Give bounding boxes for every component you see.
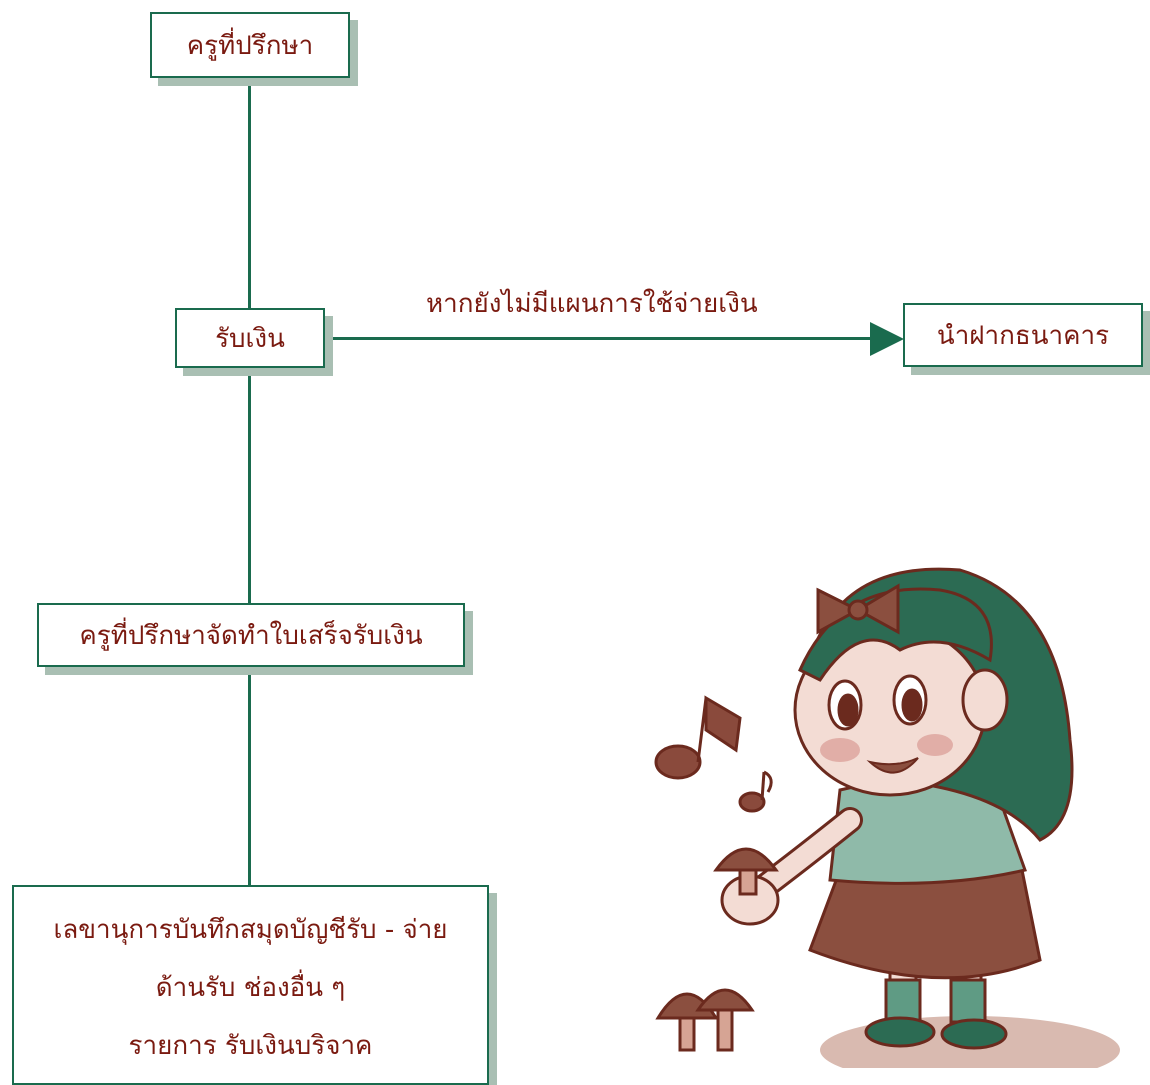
node-secretary-line-1: เลขานุการบันทึกสมุดบัญชีรับ - จ่าย xyxy=(53,915,448,945)
ground-mushrooms-icon xyxy=(655,988,755,1052)
mushroom-icon xyxy=(713,847,779,896)
node-receive-money-label: รับเงิน xyxy=(215,323,285,354)
node-secretary-line-2: ด้านรับ ช่องอื่น ๆ xyxy=(155,973,346,1003)
connector-receive-to-bank xyxy=(322,337,874,340)
connector-advisor-to-receive xyxy=(248,78,251,310)
girl-mushroom-illustration xyxy=(654,567,1120,1068)
music-note-icon xyxy=(654,695,773,813)
node-secretary-line-3: รายการ รับเงินบริจาค xyxy=(128,1031,373,1061)
node-receipt: ครูที่ปรึกษาจัดทำใบเสร็จรับเงิน xyxy=(37,603,465,667)
arrow-head-icon xyxy=(870,322,904,356)
girl-eyes xyxy=(827,674,928,731)
edge-label-no-plan: หากยังไม่มีแผนการใช้จ่ายเงิน xyxy=(426,289,758,319)
node-deposit-bank-label: นำฝากธนาคาร xyxy=(936,320,1110,351)
node-advisor: ครูที่ปรึกษา xyxy=(150,12,350,78)
node-secretary: เลขานุการบันทึกสมุดบัญชีรับ - จ่าย ด้านร… xyxy=(12,885,489,1085)
girl-ear xyxy=(961,668,1009,732)
node-receive-money: รับเงิน xyxy=(175,308,325,368)
girl-mouth xyxy=(866,757,919,774)
node-advisor-label: ครูที่ปรึกษา xyxy=(186,30,314,61)
node-receipt-label: ครูที่ปรึกษาจัดทำใบเสร็จรับเงิน xyxy=(79,620,423,651)
connector-receive-to-receipt xyxy=(248,368,251,603)
node-deposit-bank: นำฝากธนาคาร xyxy=(903,303,1143,367)
connector-receipt-to-secretary xyxy=(248,666,251,886)
hair-bow-icon xyxy=(816,583,900,635)
